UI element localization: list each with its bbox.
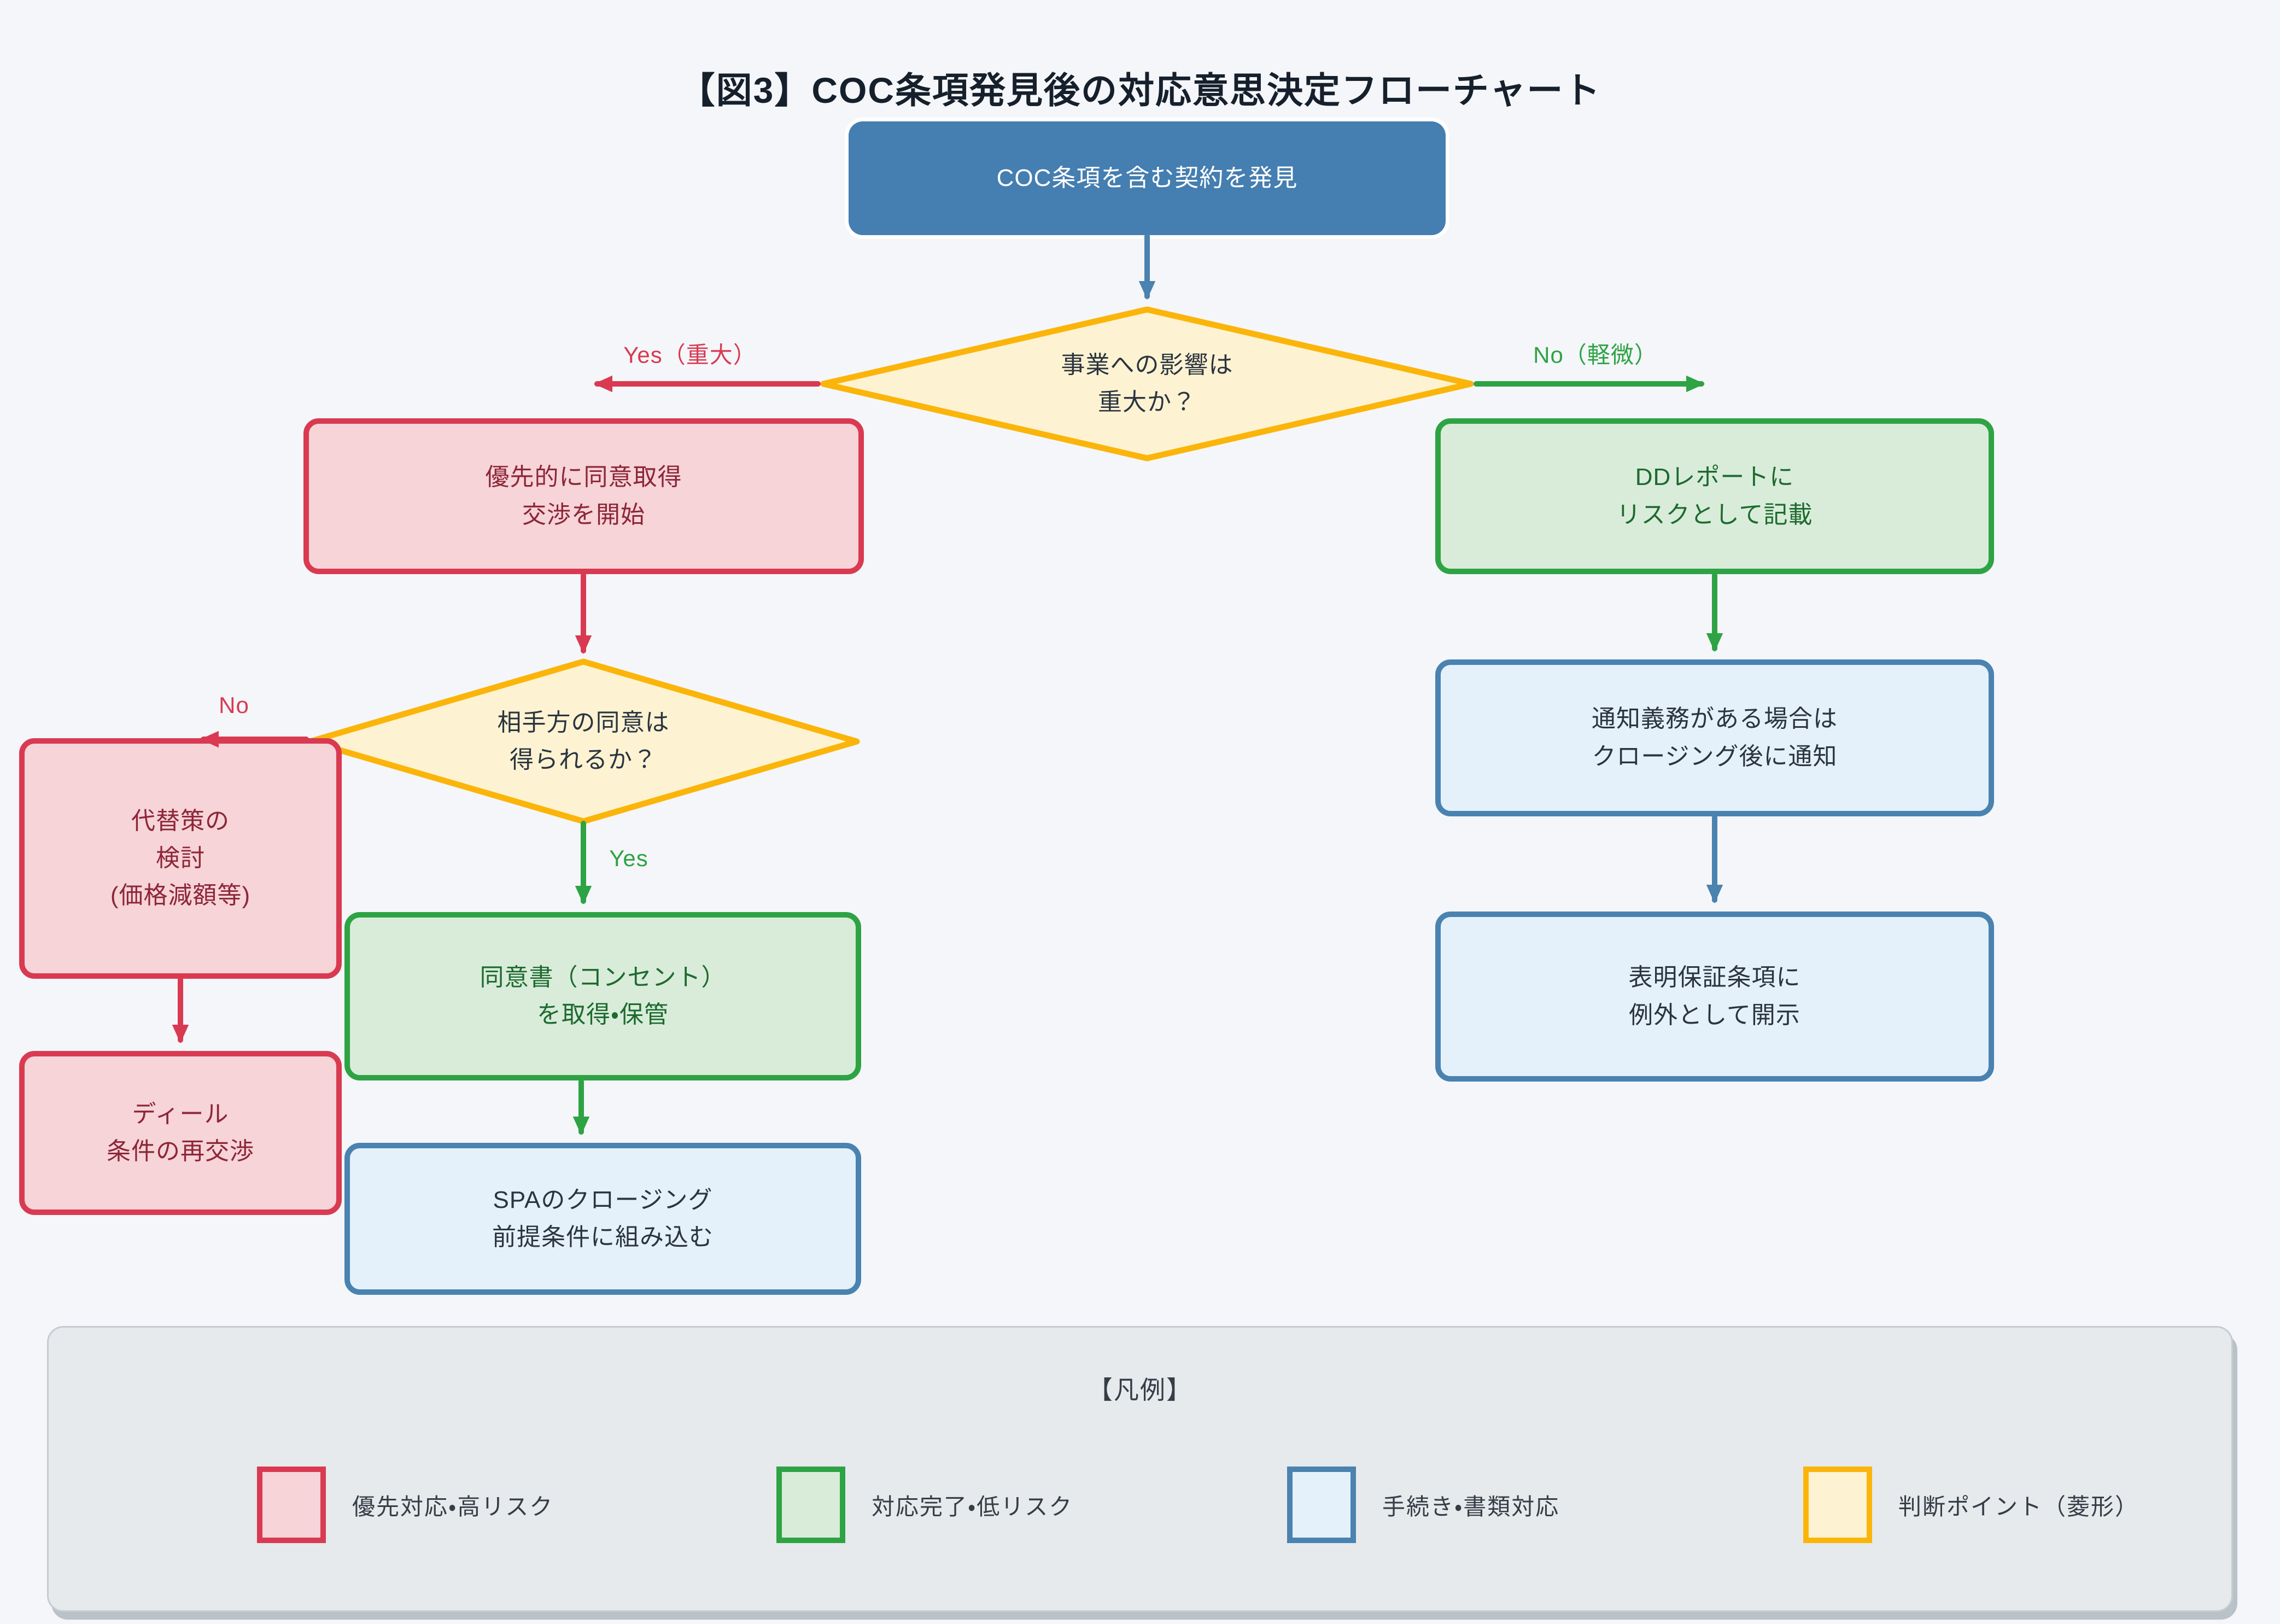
edge-label-yes: Yes xyxy=(609,845,648,871)
node-notify-after-closing: 通知義務がある場合は クロージング後に通知 xyxy=(1435,659,1994,816)
legend-label-procedure: 手続き・書類対応 xyxy=(1382,1493,1560,1520)
impact-decision-label: 事業への影響は 重大か？ xyxy=(1061,351,1233,416)
legend-title: 【凡例】 xyxy=(1088,1376,1192,1404)
node-renegotiate-label: ディール 条件の再交渉 xyxy=(107,1100,254,1165)
node-notify-label: 通知義務がある場合は クロージング後に通知 xyxy=(1592,705,1838,770)
legend-label-low-risk: 対応完了・低リスク xyxy=(872,1493,1073,1520)
node-alternative-label: 代替策の 検討 (価格減額等) xyxy=(110,807,251,909)
node-renegotiate-deal: ディール 条件の再交渉 xyxy=(19,1051,342,1215)
node-rep-warranty-disclosure: 表明保証条項に 例外として開示 xyxy=(1435,912,1994,1082)
edge-label-no-minor: No（軽微） xyxy=(1533,342,1658,368)
node-consent-letter: 同意書（コンセント） を取得・保管 xyxy=(344,912,861,1080)
low-risk-swatch-icon xyxy=(776,1467,845,1543)
procedure-swatch-icon xyxy=(1287,1467,1356,1543)
legend-label-high-risk: 優先対応・高リスク xyxy=(352,1493,554,1520)
node-priority-label: 優先的に同意取得 交渉を開始 xyxy=(485,464,682,528)
page-title: 【図3】COC条項発見後の対応意思決定フローチャート xyxy=(679,70,1601,110)
high-risk-swatch-icon xyxy=(257,1467,326,1543)
node-dd-report-label: DDレポートに リスクとして記載 xyxy=(1616,464,1813,528)
consent-decision-label: 相手方の同意は 得られるか？ xyxy=(497,709,670,773)
node-start-label: COC条項を含む契約を発見 xyxy=(996,164,1298,191)
legend-item-procedure: 手続き・書類対応 xyxy=(1287,1467,1559,1543)
legend-item-decision-point: 判断ポイント（菱形） xyxy=(1803,1467,2139,1543)
node-alternative-measures: 代替策の 検討 (価格減額等) xyxy=(19,738,342,979)
legend-panel: 【凡例】 優先対応・高リスク 対応完了・低リスク 手続き・書類対応 判断ポイント… xyxy=(47,1326,2233,1612)
legend-item-low-risk: 対応完了・低リスク xyxy=(776,1467,1073,1543)
edge-label-no: No xyxy=(219,692,249,718)
decision-point-swatch-icon xyxy=(1803,1467,1872,1543)
edge-label-yes-major: Yes（重大） xyxy=(623,342,757,368)
node-start: COC条項を含む契約を発見 xyxy=(849,121,1446,235)
node-spa-label: SPAのクロージング 前提条件に組み込む xyxy=(492,1186,714,1251)
legend-item-high-risk: 優先対応・高リスク xyxy=(257,1467,553,1543)
legend-label-decision-point: 判断ポイント（菱形） xyxy=(1898,1493,2139,1520)
node-disclose-label: 表明保証条項に 例外として開示 xyxy=(1628,964,1801,1029)
node-dd-report: DDレポートに リスクとして記載 xyxy=(1435,418,1994,574)
node-priority-negotiation: 優先的に同意取得 交渉を開始 xyxy=(303,418,864,574)
node-consent-label: 同意書（コンセント） を取得・保管 xyxy=(480,963,726,1028)
node-spa-condition: SPAのクロージング 前提条件に組み込む xyxy=(344,1143,861,1295)
